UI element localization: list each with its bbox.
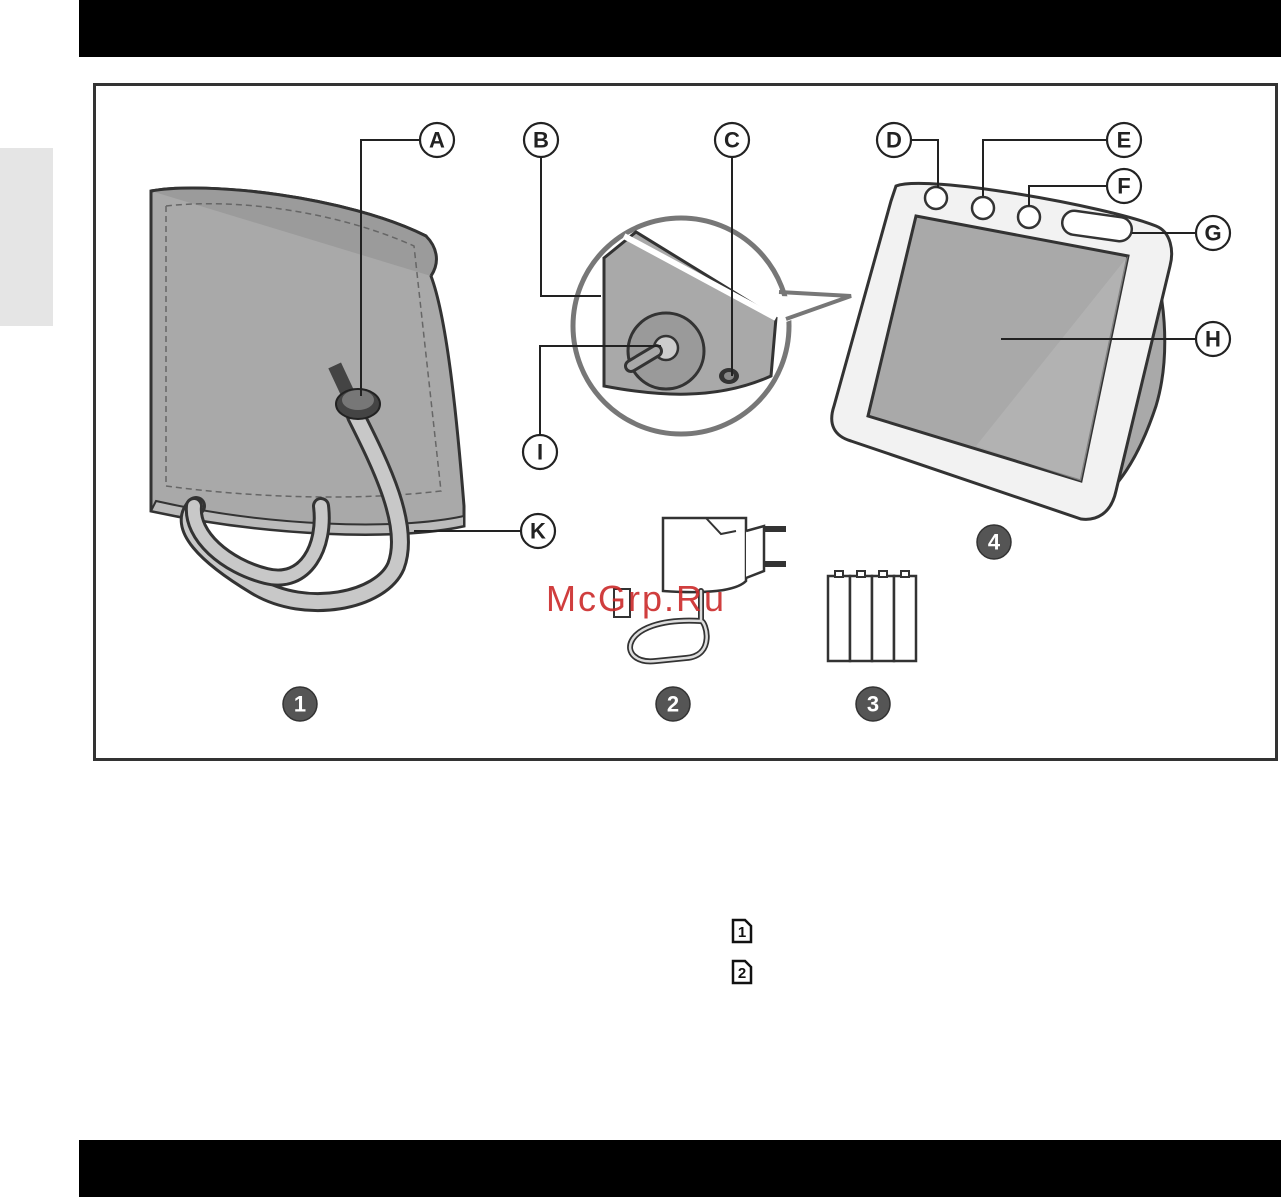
svg-text:E: E	[1117, 128, 1132, 153]
svg-text:H: H	[1205, 327, 1221, 352]
svg-text:A: A	[429, 128, 445, 153]
page-1-icon: 1	[731, 918, 753, 944]
footer-bar	[79, 1140, 1281, 1197]
svg-text:I: I	[537, 440, 543, 465]
svg-text:2: 2	[738, 965, 746, 982]
svg-text:D: D	[886, 128, 902, 153]
svg-text:B: B	[533, 128, 549, 153]
callout-c: C	[715, 123, 749, 157]
svg-text:1: 1	[294, 692, 306, 717]
svg-text:2: 2	[667, 692, 679, 717]
callout-b: B	[524, 123, 558, 157]
section-tab	[0, 148, 53, 326]
product-illustration: A B C D E F G H	[96, 86, 1275, 758]
cuff-illustration	[151, 188, 464, 602]
connector-detail-illustration	[573, 218, 853, 434]
svg-text:C: C	[724, 128, 740, 153]
callout-d: D	[877, 123, 911, 157]
item-number-2: 2	[656, 687, 690, 721]
item-number-1: 1	[283, 687, 317, 721]
svg-text:3: 3	[867, 692, 879, 717]
callout-k: K	[521, 514, 555, 548]
callout-h: H	[1196, 322, 1230, 356]
item-number-3: 3	[856, 687, 890, 721]
svg-text:F: F	[1117, 174, 1130, 199]
svg-text:4: 4	[988, 530, 1001, 555]
callout-f: F	[1107, 169, 1141, 203]
page-2-icon: 2	[731, 959, 753, 985]
monitor-illustration	[832, 183, 1172, 519]
callout-i: I	[523, 435, 557, 469]
product-figure: A B C D E F G H	[93, 83, 1278, 761]
svg-text:K: K	[530, 519, 546, 544]
callout-a: A	[420, 123, 454, 157]
item-number-4: 4	[977, 525, 1011, 559]
watermark-text: McGrp.Ru	[546, 578, 726, 620]
callout-e: E	[1107, 123, 1141, 157]
svg-text:G: G	[1204, 221, 1221, 246]
batteries-illustration	[828, 571, 916, 661]
callout-g: G	[1196, 216, 1230, 250]
svg-text:1: 1	[738, 924, 746, 941]
header-bar	[79, 0, 1281, 57]
